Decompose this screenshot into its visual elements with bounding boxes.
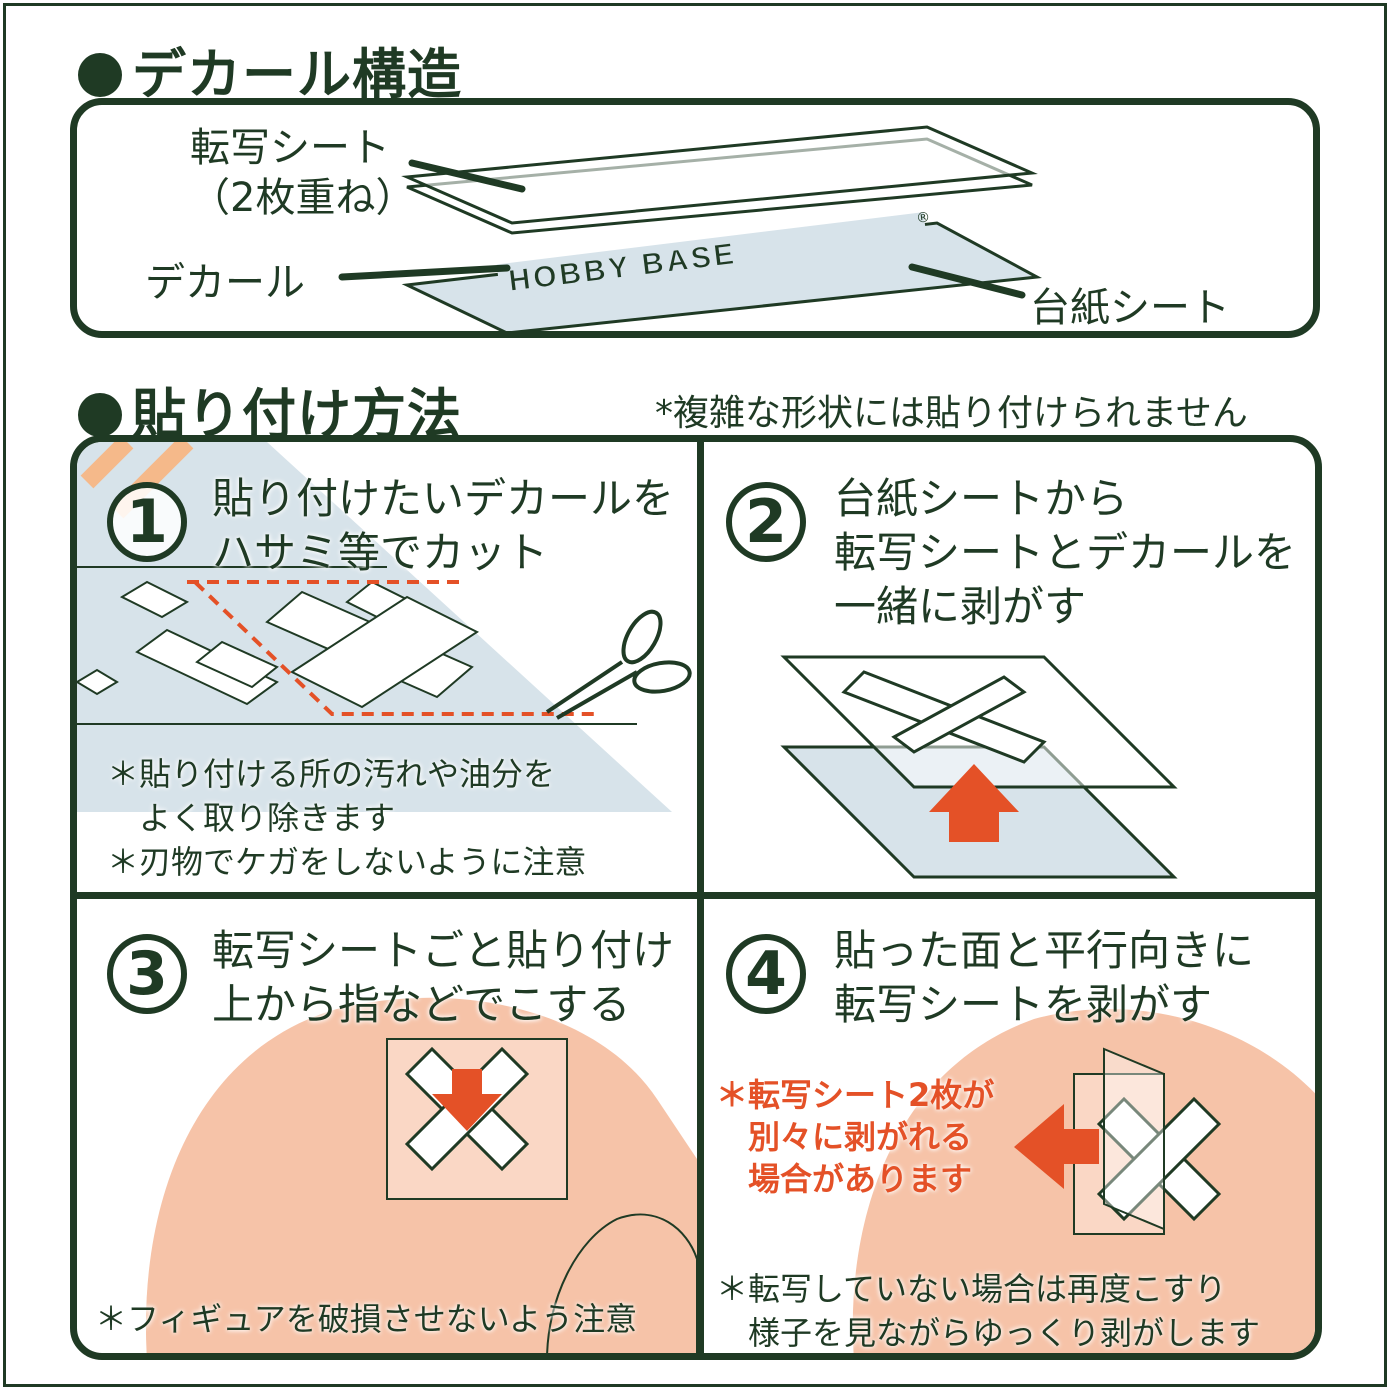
step-1-notes: ＊貼り付ける所の汚れや油分を よく取り除きます ＊刃物でケガをしないように注意 bbox=[107, 752, 586, 884]
transfer-leader-line bbox=[408, 159, 526, 193]
step-number-1: 1 bbox=[107, 482, 187, 562]
cut-illustration bbox=[77, 442, 692, 812]
step-1-note: ＊刃物でケガをしないように注意 bbox=[107, 843, 587, 881]
peel-illustration bbox=[780, 655, 1178, 879]
page-frame bbox=[3, 3, 1387, 1387]
registered-mark-icon: ® bbox=[915, 209, 931, 227]
up-arrow-icon bbox=[929, 764, 1019, 842]
step-number-3: 3 bbox=[107, 934, 187, 1014]
step-1-note: ＊貼り付ける所の汚れや油分を bbox=[107, 755, 556, 793]
transfer-sheet-label: 転写シート bbox=[190, 125, 390, 171]
step-number-2: 2 bbox=[726, 482, 806, 562]
decal-label: デカール bbox=[145, 260, 305, 306]
step-2-panel: 2 台紙シートから 転写シートとデカールを 一緒に剥がす bbox=[704, 442, 1315, 892]
step-3-line: 上から指などでこする bbox=[212, 980, 631, 1029]
down-arrow-icon bbox=[432, 1069, 502, 1131]
backing-leader-line bbox=[908, 263, 1026, 299]
scissors-icon bbox=[545, 609, 692, 720]
step-4-line: 貼った面と平行向きに bbox=[834, 926, 1255, 975]
step-2-line: 一緒に剥がす bbox=[834, 582, 1087, 631]
decal-layers-illustration: HOBBY BASE ® bbox=[338, 125, 1042, 331]
step-2-instructions: 台紙シートから 転写シートとデカールを 一緒に剥がす bbox=[834, 472, 1296, 634]
step-4-warning: ＊転写シート2枚が 別々に剥がれる 場合があります bbox=[716, 1074, 994, 1200]
rub-illustration bbox=[146, 997, 697, 1353]
step-2-line: 台紙シートから bbox=[834, 474, 1129, 523]
step-3-note: ＊フィギュアを破損させないよう注意 bbox=[95, 1300, 638, 1338]
bullet-icon bbox=[78, 53, 122, 97]
step-4-notes: ＊転写していない場合は再度こすり 様子を見ながらゆっくり剥がします bbox=[716, 1267, 1261, 1353]
step-4-instructions: 貼った面と平行向きに 転写シートを剥がす bbox=[834, 924, 1254, 1032]
step-3-panel: 3 転写シートごと貼り付け 上から指などでこする ＊フィギュアを破損させないよう… bbox=[77, 899, 697, 1353]
step-4-note: ＊転写していない場合は再度こすり bbox=[716, 1270, 1227, 1308]
steps-grid: 1 貼り付けたいデカールを ハサミ等でカット ＊貼り付ける所の汚れや油分を よく… bbox=[70, 435, 1322, 1360]
step-1-line: ハサミ等でカット bbox=[212, 528, 549, 577]
decal-leader-line bbox=[338, 264, 511, 281]
transfer-sheet-count-label: （2枚重ね） bbox=[190, 175, 416, 221]
step-1-instructions: 貼り付けたいデカールを ハサミ等でカット bbox=[212, 472, 674, 580]
remove-sheet-illustration bbox=[852, 1009, 1315, 1353]
step-4-line: 転写シートを剥がす bbox=[834, 980, 1213, 1029]
step-number-4: 4 bbox=[726, 934, 806, 1014]
step-1-line: 貼り付けたいデカールを bbox=[212, 474, 675, 523]
step-1-note: よく取り除きます bbox=[107, 799, 396, 837]
structure-diagram: HOBBY BASE ® bbox=[70, 98, 1320, 338]
step-4-warning-line: 別々に剥がれる bbox=[716, 1118, 973, 1156]
step-4-panel: 4 貼った面と平行向きに 転写シートを剥がす ＊転写シート2枚が 別々に剥がれる… bbox=[704, 899, 1315, 1353]
step-2-line: 転写シートとデカールを bbox=[834, 528, 1297, 577]
complex-shape-note: *複雑な形状には貼り付けられません bbox=[655, 393, 1248, 434]
left-arrow-icon bbox=[1014, 1104, 1099, 1189]
step-4-warning-line: ＊転写シート2枚が bbox=[716, 1076, 995, 1114]
step-4-note: 様子を見ながらゆっくり剥がします bbox=[716, 1314, 1261, 1352]
step-1-panel: 1 貼り付けたいデカールを ハサミ等でカット ＊貼り付ける所の汚れや油分を よく… bbox=[77, 442, 697, 892]
backing-sheet-label: 台紙シート bbox=[1030, 285, 1230, 331]
structure-heading: デカール構造 bbox=[78, 30, 462, 109]
transfer-sheet-upper bbox=[401, 125, 1038, 225]
bullet-icon bbox=[78, 393, 122, 437]
step-3-line: 転写シートごと貼り付け bbox=[212, 926, 675, 975]
step-3-instructions: 転写シートごと貼り付け 上から指などでこする bbox=[212, 924, 674, 1032]
step-4-warning-line: 場合があります bbox=[716, 1160, 973, 1198]
grid-divider-horizontal bbox=[77, 892, 1315, 899]
